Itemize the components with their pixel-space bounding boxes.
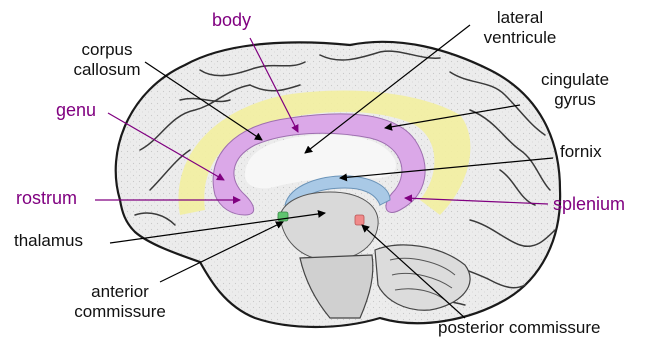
label-corpus-callosum: corpus callosum: [62, 40, 152, 80]
label-lateral-ventricle-line2: ventricule: [470, 28, 570, 48]
posterior-commissure-mark: [355, 215, 364, 225]
label-cingulate-gyrus-line1: cingulate: [525, 70, 625, 90]
label-splenium: splenium: [553, 194, 625, 214]
label-corpus-callosum-line1: corpus: [62, 40, 152, 60]
label-fornix: fornix: [560, 142, 602, 162]
label-posterior-commissure: posterior commissure: [438, 318, 601, 338]
label-lateral-ventricle: lateral ventricule: [470, 8, 570, 48]
label-rostrum: rostrum: [16, 188, 77, 208]
label-cingulate-gyrus: cingulate gyrus: [525, 70, 625, 110]
label-genu: genu: [56, 100, 96, 120]
label-lateral-ventricle-line1: lateral: [470, 8, 570, 28]
label-anterior-commissure: anterior commissure: [60, 282, 180, 322]
label-anterior-commissure-line1: anterior: [60, 282, 180, 302]
label-corpus-callosum-line2: callosum: [62, 60, 152, 80]
label-thalamus: thalamus: [14, 231, 83, 251]
label-body: body: [212, 10, 251, 30]
label-cingulate-gyrus-line2: gyrus: [525, 90, 625, 110]
label-anterior-commissure-line2: commissure: [60, 302, 180, 322]
